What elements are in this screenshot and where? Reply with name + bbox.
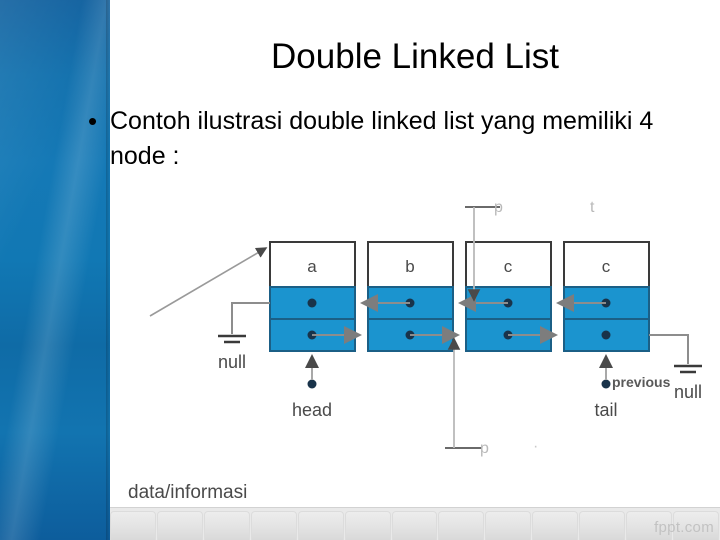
bottom-tab[interactable] [673,511,719,540]
slide-title: Double Linked List [271,37,559,76]
bottom-tab[interactable] [391,511,438,540]
label-previous: previous [612,374,671,390]
bottom-tab[interactable] [203,511,250,540]
faded-label-p-bottom: p [480,440,489,457]
svg-text:a: a [307,257,317,276]
tail-label: tail [594,400,617,420]
head-label: head [292,400,332,420]
bottom-tab[interactable] [579,511,626,540]
faded-label-t-top: t [590,199,595,216]
faded-label-dot-bottom: · [533,438,538,455]
slide-body: • Contoh ilustrasi double linked list ya… [86,104,686,174]
bottom-tab[interactable] [626,511,673,540]
bottom-tab[interactable] [532,511,579,540]
list-node-c2: c [563,241,650,352]
linked-list-diagram: a b c [110,176,720,506]
slide-accent-sidebar [0,0,110,540]
data-informasi-label: data/informasi [128,482,247,503]
bottom-tab[interactable] [110,511,156,540]
bottom-tab[interactable] [344,511,391,540]
bottom-tab[interactable] [250,511,297,540]
null-left-label: null [218,352,246,372]
bullet-text: Contoh ilustrasi double linked list yang… [110,107,654,170]
bottom-tab[interactable] [297,511,344,540]
sidebar-sheen [0,0,110,540]
bottom-tab[interactable] [156,511,203,540]
sidebar-edge-shadow [106,0,110,540]
bottom-tab-strip: fppt.com [110,507,720,540]
bullet-marker-icon: • [88,106,98,136]
svg-text:c: c [602,257,611,276]
fppt-watermark: fppt.com [654,519,714,536]
bottom-tab[interactable] [485,511,532,540]
list-node-a: a [269,241,356,352]
svg-text:c: c [504,257,513,276]
faded-label-p-top: p [494,199,503,216]
null-right-label: null [674,382,702,402]
svg-text:b: b [405,257,414,276]
list-node-b: b [367,241,454,352]
bullet-list-item: • Contoh ilustrasi double linked list ya… [86,104,686,174]
bottom-tab[interactable] [438,511,485,540]
